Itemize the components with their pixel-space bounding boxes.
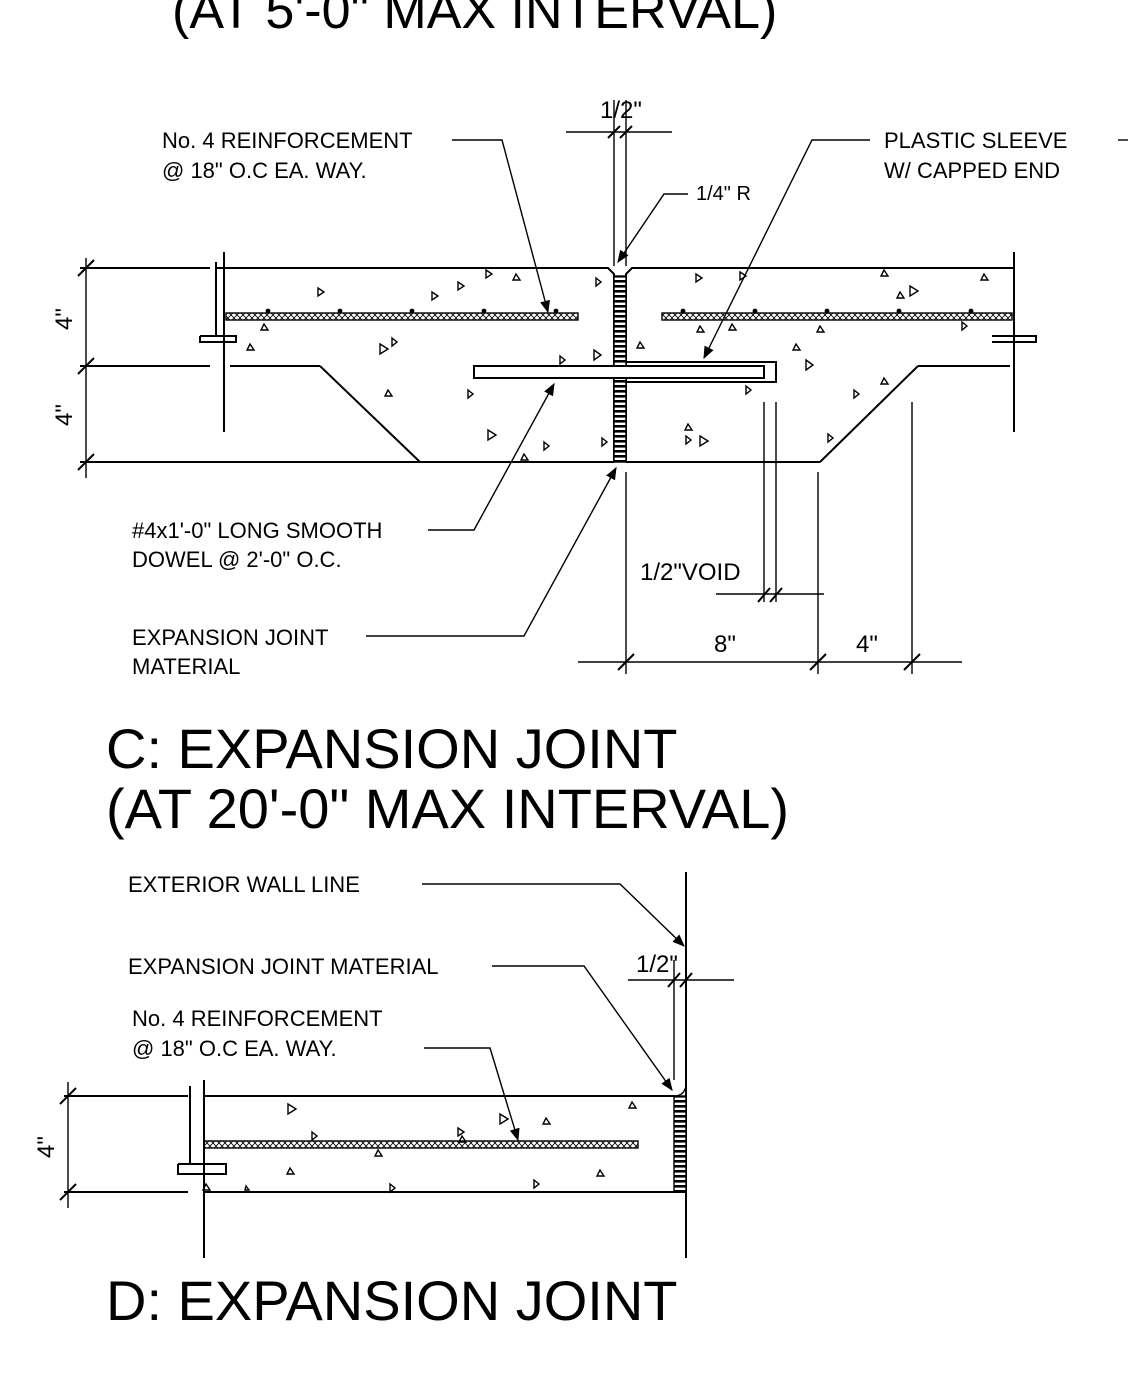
detail-d-note-reinforcement-1: No. 4 REINFORCEMENT xyxy=(132,1006,383,1031)
detail-c-note-dowel-2: DOWEL @ 2'-0" O.C. xyxy=(132,547,342,572)
detail-c-note-dowel-1: #4x1'-0" LONG SMOOTH xyxy=(132,518,382,543)
top-title-fragment: (AT 5'-0" MAX INTERVAL) xyxy=(172,0,777,40)
detail-c-notes: No. 4 REINFORCEMENT @ 18" O.C EA. WAY. P… xyxy=(132,128,1128,679)
detail-d-aggregate xyxy=(201,1100,638,1194)
detail-d-notes: EXTERIOR WALL LINE EXPANSION JOINT MATER… xyxy=(128,872,685,1142)
detail-c-dim-void: 1/2"VOID xyxy=(640,402,824,603)
detail-c-note-sleeve-1: PLASTIC SLEEVE xyxy=(884,128,1067,153)
detail-d-dim-joint-label: 1/2" xyxy=(636,951,678,978)
detail-c-rebar-left xyxy=(225,312,579,321)
detail-c-title-2: (AT 20'-0" MAX INTERVAL) xyxy=(106,777,789,840)
detail-c-dim-joint: 1/2" xyxy=(566,97,672,266)
detail-c-dim-slab-top: 4" xyxy=(51,308,78,330)
detail-d-rebar xyxy=(203,1140,639,1149)
detail-c-dim-horizontal: 8" 4" xyxy=(578,402,962,674)
detail-c-rebar-dots xyxy=(265,308,974,314)
detail-c: 1/2" 4" 4" 1/2"VOID xyxy=(51,97,1128,840)
detail-c-rebar-right xyxy=(661,312,1013,321)
detail-c-slab-outline xyxy=(80,252,1037,463)
detail-c-dim-joint-label: 1/2" xyxy=(600,97,642,124)
detail-c-dim-taper: 4" xyxy=(856,631,878,658)
detail-c-note-joint-2: MATERIAL xyxy=(132,654,240,679)
detail-c-note-radius: 1/4" R xyxy=(696,183,751,205)
detail-c-dim-slab-bottom: 4" xyxy=(51,404,78,426)
detail-d: 1/2" 4" EXTERIOR WALL LINE EXPANSION JOI… xyxy=(33,872,734,1332)
detail-c-note-sleeve-2: W/ CAPPED END xyxy=(884,158,1060,183)
detail-d-slab-outline xyxy=(64,1080,686,1258)
detail-c-title-1: C: EXPANSION JOINT xyxy=(106,717,677,780)
detail-c-note-reinforcement-2: @ 18" O.C EA. WAY. xyxy=(162,158,367,183)
detail-d-note-reinforcement-2: @ 18" O.C EA. WAY. xyxy=(132,1036,337,1061)
detail-d-joint-material xyxy=(673,1095,687,1193)
detail-d-dim-vertical: 4" xyxy=(33,1082,77,1208)
detail-c-dim-vertical: 4" 4" xyxy=(51,258,95,478)
detail-c-note-joint-1: EXPANSION JOINT xyxy=(132,625,328,650)
detail-c-dim-thickened: 8" xyxy=(714,631,736,658)
detail-d-dim-slab: 4" xyxy=(33,1136,60,1158)
detail-c-dowel xyxy=(473,365,765,379)
detail-d-note-wall: EXTERIOR WALL LINE xyxy=(128,872,360,897)
detail-c-dim-void-label: 1/2"VOID xyxy=(640,559,741,586)
detail-d-dim-joint: 1/2" xyxy=(628,951,734,1080)
detail-c-aggregate xyxy=(245,268,990,461)
detail-c-sleeve xyxy=(626,361,777,383)
detail-d-note-joint: EXPANSION JOINT MATERIAL xyxy=(128,954,439,979)
detail-c-note-reinforcement-1: No. 4 REINFORCEMENT xyxy=(162,128,413,153)
detail-d-title: D: EXPANSION JOINT xyxy=(106,1269,677,1332)
